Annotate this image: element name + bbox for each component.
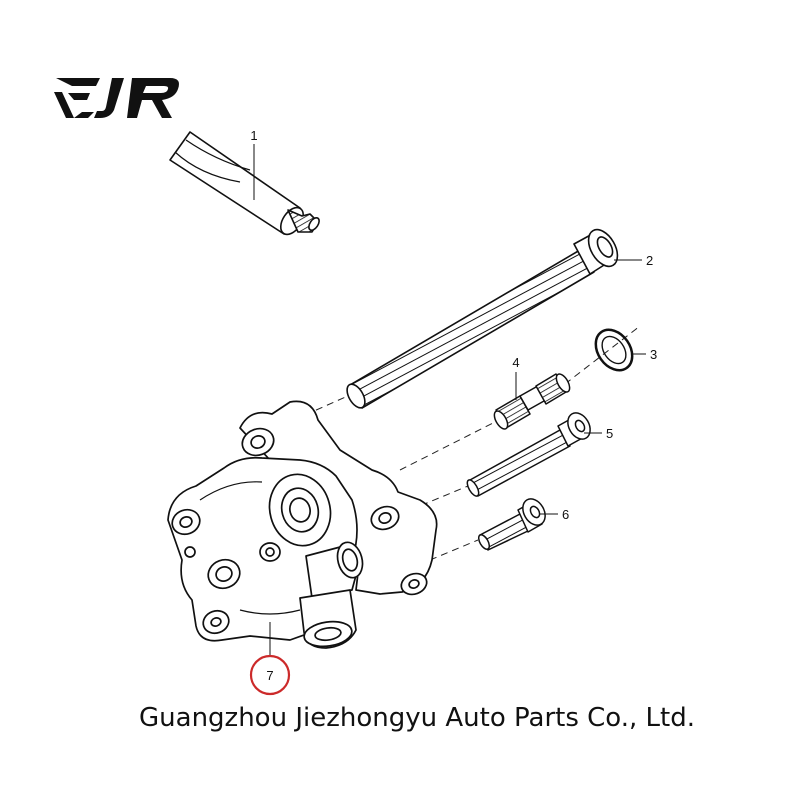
oil-pump-assembly-part: [167, 400, 438, 649]
long-bolt-part: [346, 228, 619, 409]
bolt-short-part: [477, 498, 546, 551]
company-caption: Guangzhou Jiezhongyu Auto Parts Co., Ltd…: [139, 703, 695, 733]
callout-2: 2: [646, 253, 653, 268]
ejr-logo-graphic: [54, 78, 179, 118]
o-ring-part: [594, 328, 634, 372]
callout-5: 5: [606, 426, 613, 441]
callout-6: 6: [562, 507, 569, 522]
callout-7-highlight-circle: [249, 654, 291, 696]
drive-shaft-part: [493, 373, 571, 430]
leader-lines: [253, 144, 646, 656]
assembly-guide-lines: [304, 325, 641, 561]
callout-7: 7: [266, 668, 273, 683]
callout-3: 3: [650, 347, 657, 362]
sealant-tube-part: [169, 131, 320, 236]
brand-logo: [54, 72, 186, 122]
callout-1: 1: [250, 128, 257, 143]
callout-4: 4: [512, 355, 519, 370]
bolt-medium-part: [466, 412, 591, 497]
